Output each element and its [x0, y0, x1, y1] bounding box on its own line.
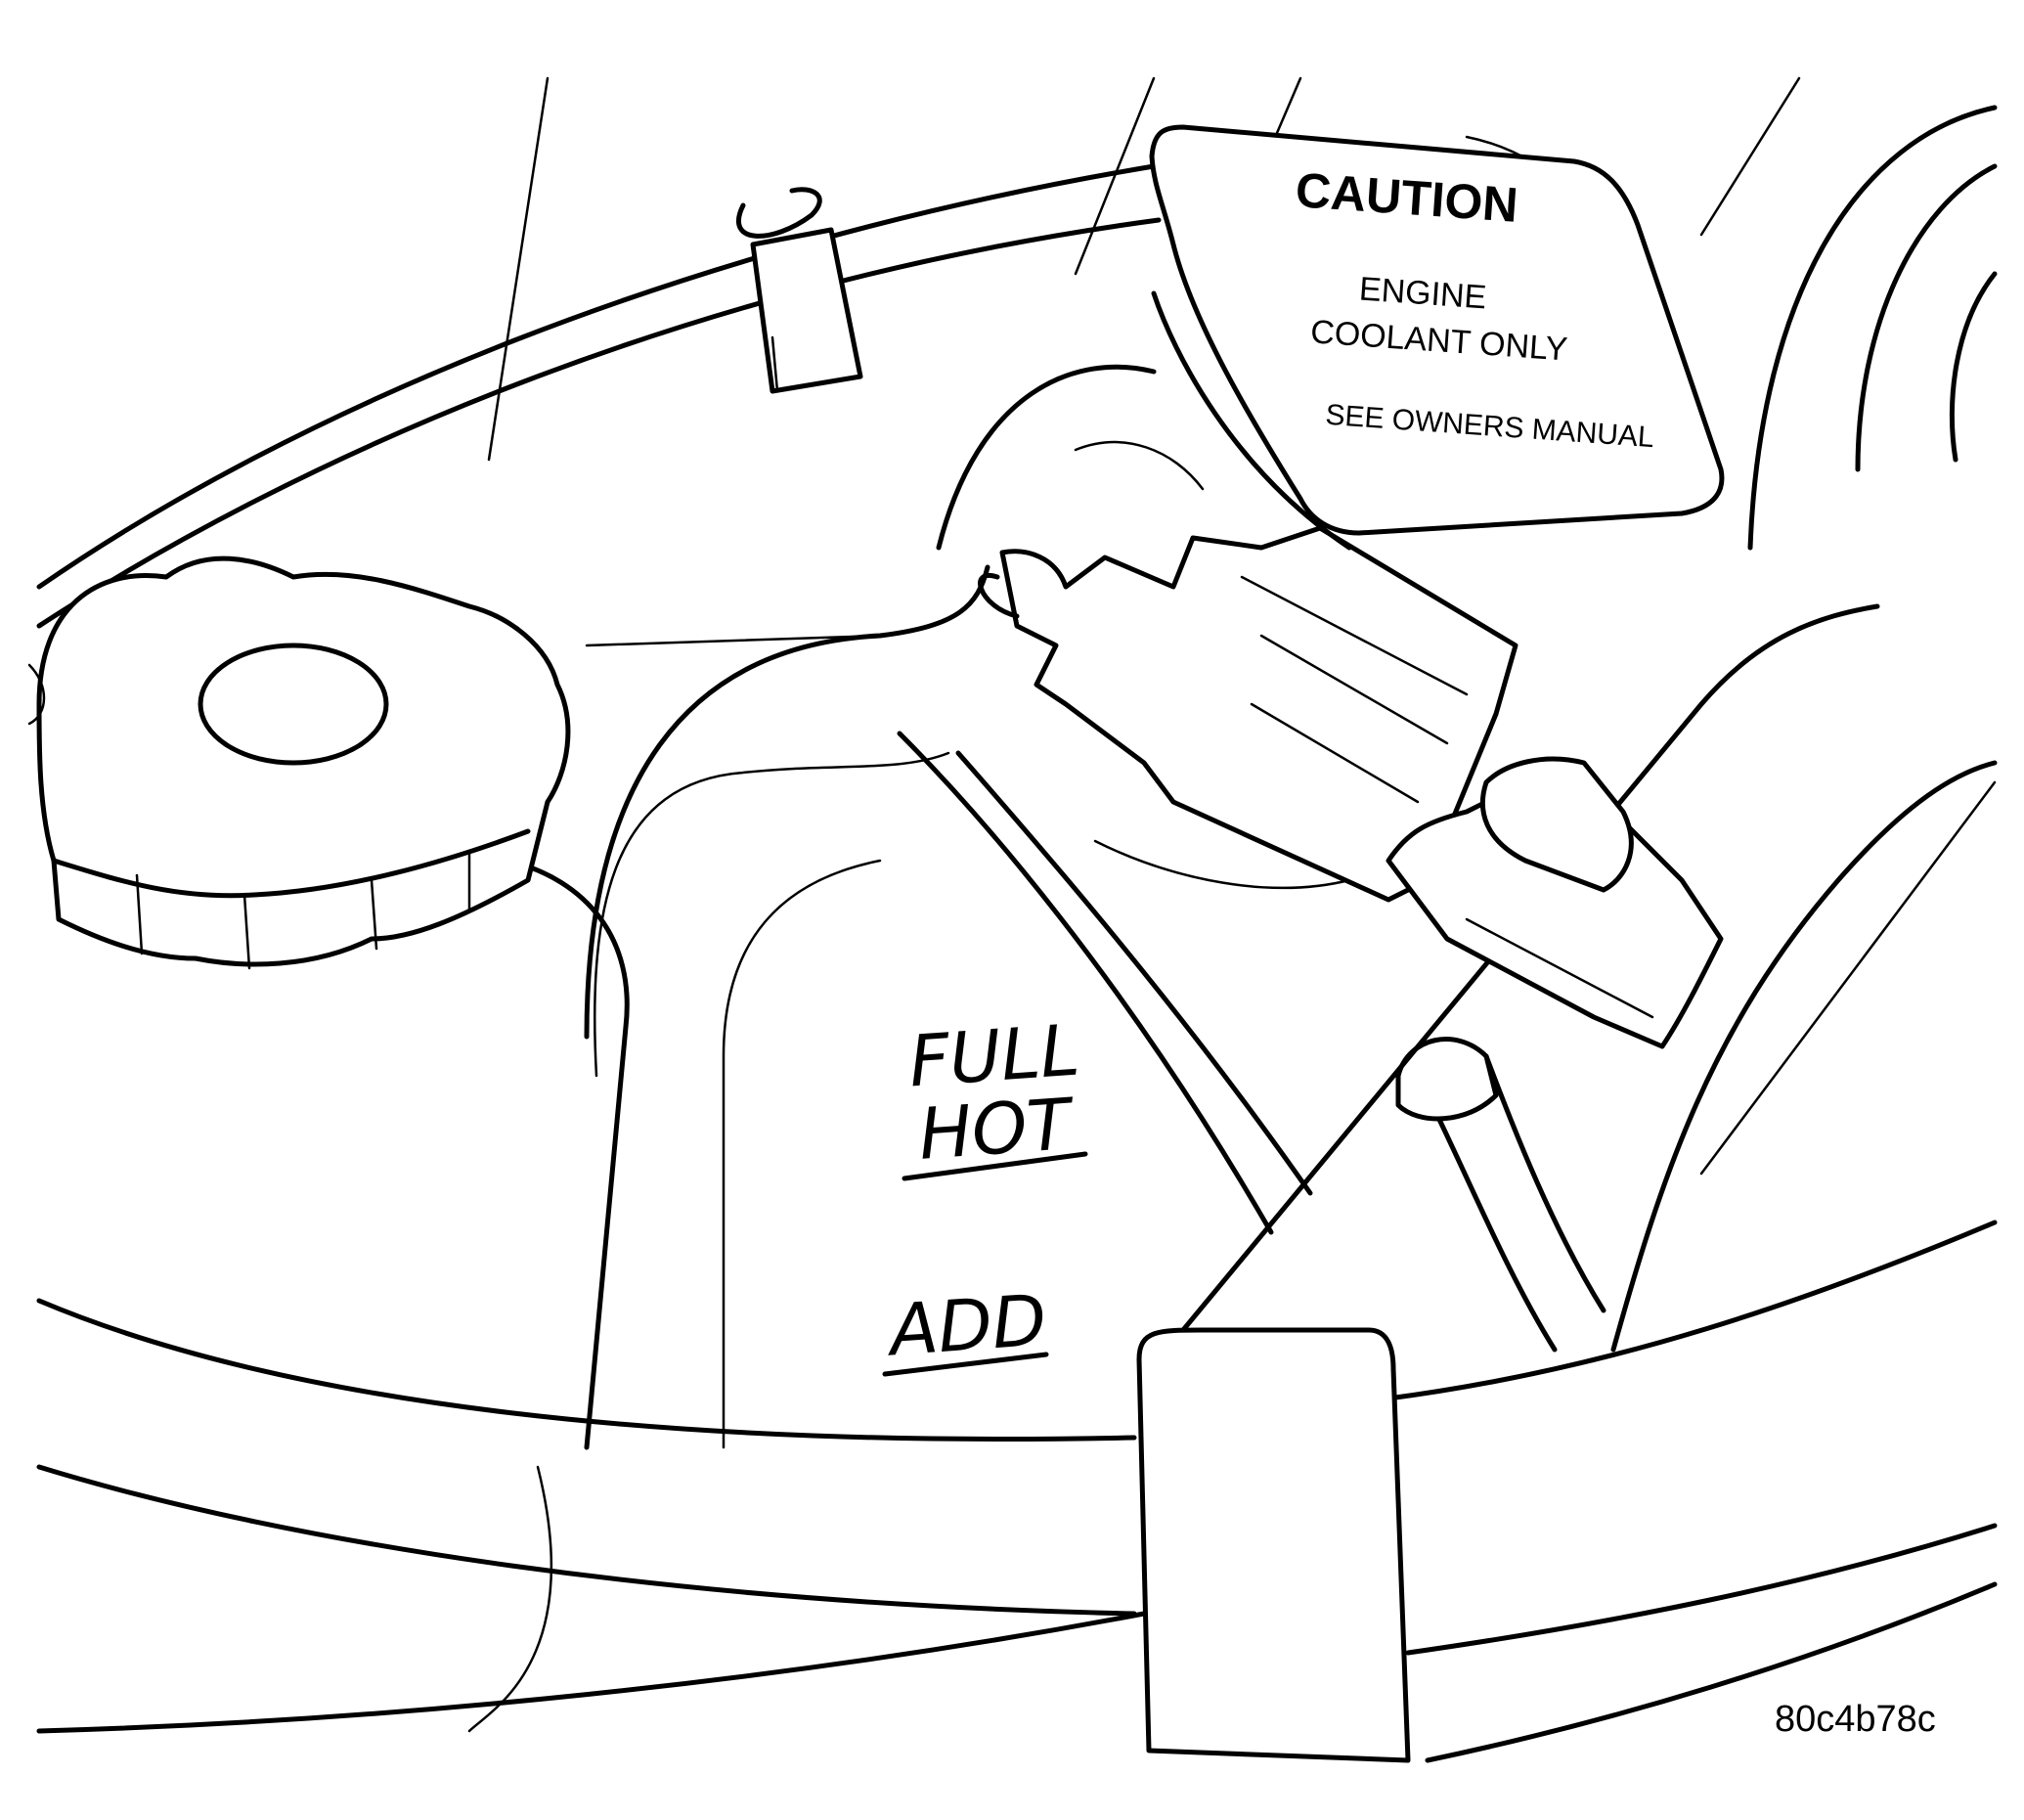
coolant-reservoir — [467, 364, 1351, 1733]
full-hot-line — [902, 1151, 1088, 1181]
hot-mark-label: HOT — [916, 1083, 1078, 1176]
full-mark-label: FULL — [906, 1009, 1082, 1103]
caution-line-engine: ENGINE — [1358, 270, 1488, 316]
pressure-cap — [27, 555, 571, 970]
overflow-tube — [897, 603, 1998, 1353]
add-line — [882, 1352, 1049, 1377]
figure-id: 80c4b78c — [1775, 1699, 1936, 1740]
foreground-hoses — [36, 1220, 1998, 1763]
level-sensor-connector — [978, 525, 1724, 1049]
level-marks: FULL HOT ADD — [882, 1009, 1088, 1377]
caution-tag — [1149, 124, 1725, 551]
hose-clip — [735, 187, 863, 394]
engine-bay-background — [36, 76, 1998, 629]
